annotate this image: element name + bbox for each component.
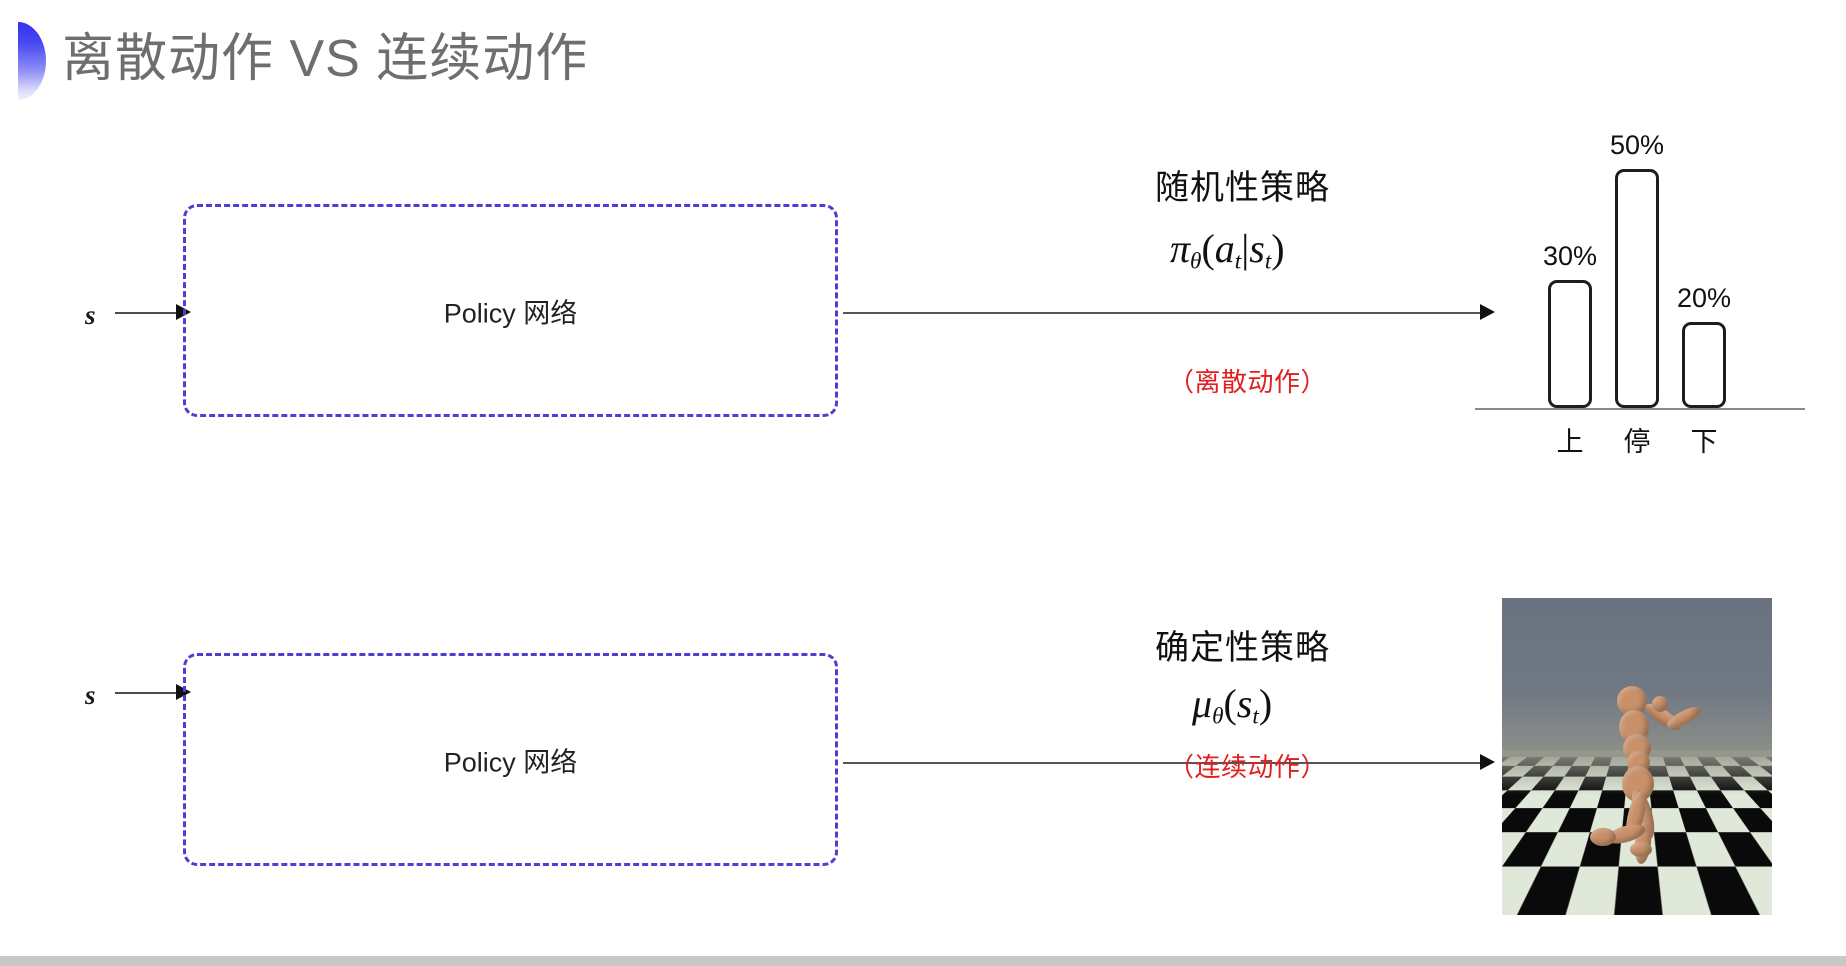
humanoid-hand bbox=[1652, 696, 1668, 712]
output-arrow-head-continuous bbox=[1480, 754, 1495, 770]
bar-stop bbox=[1615, 169, 1659, 408]
bar-value-stop: 50% bbox=[1609, 130, 1665, 160]
formula-deterministic-policy: μθ(st) bbox=[1192, 680, 1272, 730]
policy-network-label-discrete: Policy 网络 bbox=[443, 298, 578, 328]
formula-theta-1: θ bbox=[1190, 248, 1202, 275]
formula-pi: π bbox=[1170, 226, 1191, 271]
output-arrow-line-continuous bbox=[843, 762, 1488, 764]
action-tag-discrete: （离散动作） bbox=[1168, 367, 1328, 397]
output-arrow-head-discrete bbox=[1480, 304, 1495, 320]
chart-baseline-axis bbox=[1475, 408, 1805, 410]
input-arrow-line-discrete bbox=[115, 312, 185, 314]
humanoid-front-foot bbox=[1630, 842, 1652, 857]
discrete-action-bar-chart: 30% 上 50% 停 20% 下 bbox=[1470, 100, 1830, 457]
bar-category-down: 下 bbox=[1690, 427, 1718, 457]
formula-s-2: s bbox=[1236, 681, 1253, 726]
bar-value-down: 20% bbox=[1676, 283, 1732, 313]
action-tag-continuous: （连续动作） bbox=[1168, 752, 1328, 782]
slide-bottom-edge bbox=[0, 956, 1846, 966]
page-title: 离散动作 VS 连续动作 bbox=[62, 30, 589, 88]
bar-value-up: 30% bbox=[1542, 241, 1598, 271]
policy-network-box-continuous[interactable]: Policy 网络 bbox=[183, 653, 838, 866]
policy-network-box-discrete[interactable]: Policy 网络 bbox=[183, 204, 838, 417]
formula-open-paren-1: ( bbox=[1201, 226, 1215, 271]
formula-stochastic-policy: πθ(at|st) bbox=[1170, 225, 1285, 275]
output-arrow-line-discrete bbox=[843, 312, 1488, 314]
formula-t-2: t bbox=[1264, 248, 1272, 275]
bar-down bbox=[1682, 322, 1726, 408]
bar-up bbox=[1548, 280, 1592, 408]
formula-t-1: t bbox=[1234, 248, 1242, 275]
policy-kind-deterministic: 确定性策略 bbox=[1155, 629, 1330, 667]
bar-category-stop: 停 bbox=[1623, 427, 1651, 457]
formula-t-3: t bbox=[1252, 703, 1259, 730]
state-label-discrete: s bbox=[85, 300, 96, 330]
formula-s-1: s bbox=[1249, 226, 1265, 271]
formula-a: a bbox=[1214, 226, 1235, 271]
formula-open-paren-2: ( bbox=[1223, 681, 1237, 726]
humanoid-back-foot bbox=[1590, 828, 1616, 846]
formula-close-paren-1: ) bbox=[1271, 226, 1285, 271]
formula-mu: μ bbox=[1192, 681, 1213, 726]
formula-bar: | bbox=[1241, 226, 1250, 271]
humanoid-simulation-image bbox=[1502, 598, 1772, 915]
title-bullet-icon bbox=[18, 22, 46, 100]
formula-close-paren-2: ) bbox=[1258, 681, 1273, 726]
formula-theta-2: θ bbox=[1212, 703, 1224, 730]
bar-category-up: 上 bbox=[1556, 427, 1584, 457]
input-arrow-line-continuous bbox=[115, 692, 185, 694]
policy-network-label-continuous: Policy 网络 bbox=[443, 747, 578, 777]
state-label-continuous: s bbox=[85, 680, 96, 710]
policy-kind-stochastic: 随机性策略 bbox=[1155, 169, 1330, 207]
